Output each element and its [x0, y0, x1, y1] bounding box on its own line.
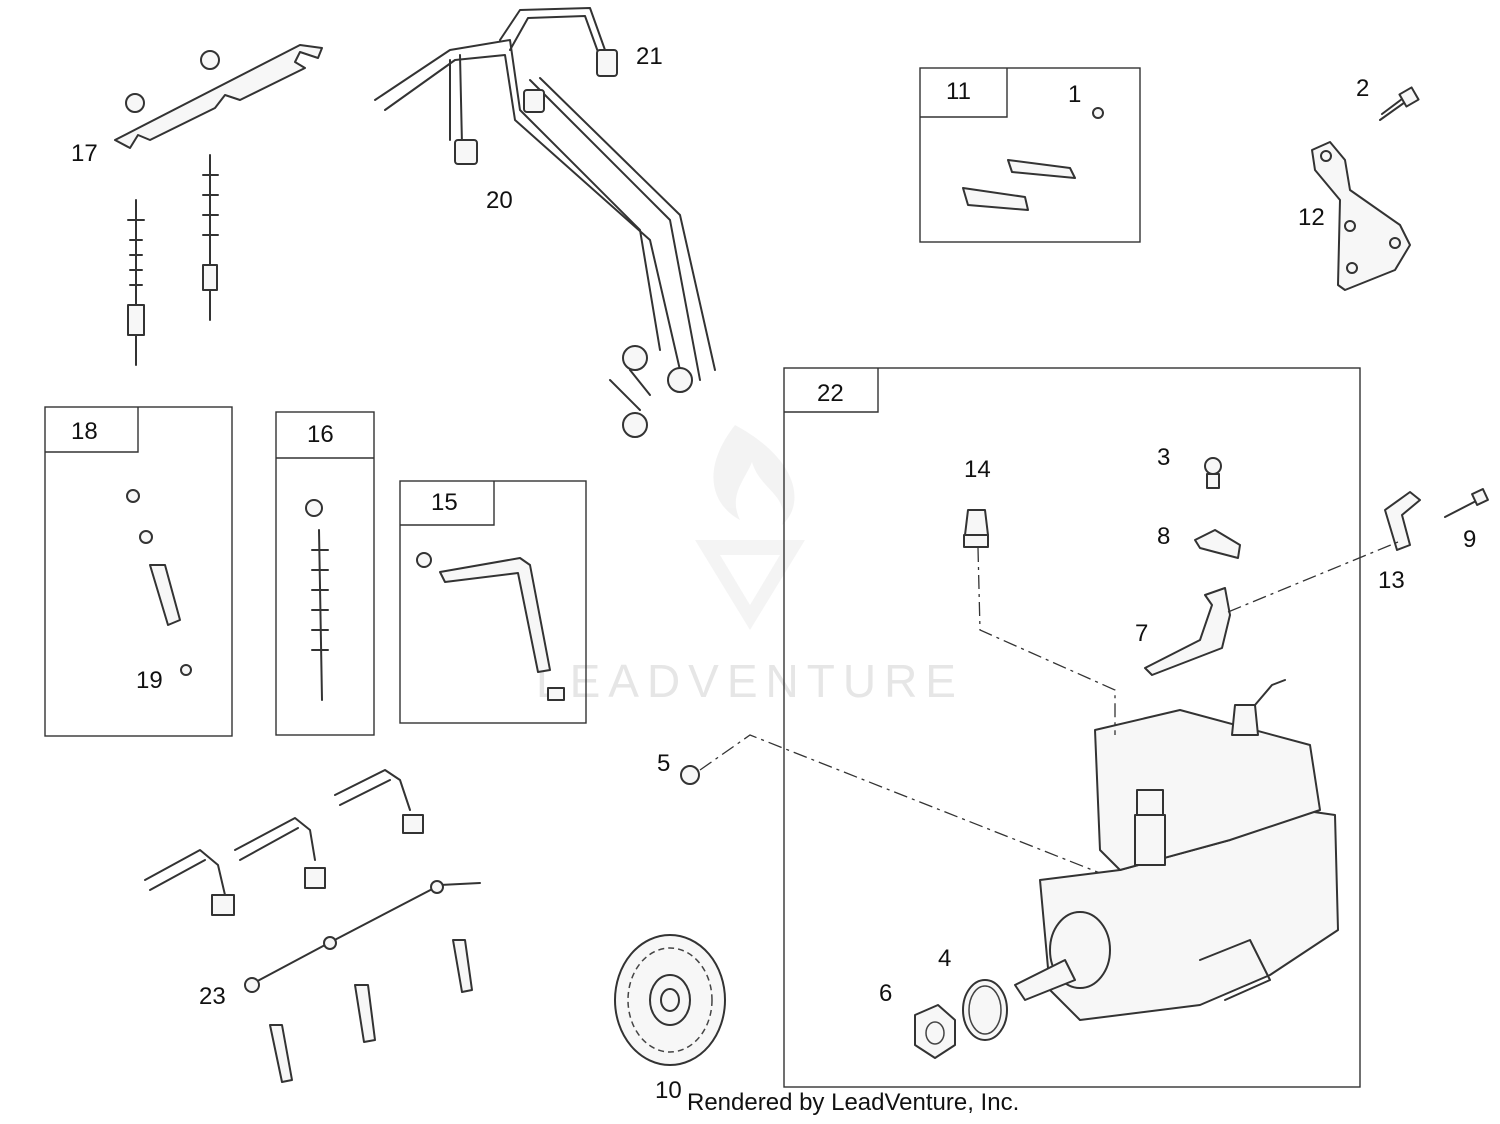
kit-box-18 — [44, 406, 233, 737]
callout-14: 14 — [964, 456, 991, 483]
nut-6 — [914, 1004, 956, 1059]
callout-3: 3 — [1157, 444, 1170, 471]
injection-pump — [1014, 679, 1339, 1021]
kit-11-parts — [962, 107, 1104, 211]
kit-box-11 — [919, 67, 1141, 243]
callout-21: 21 — [636, 43, 663, 70]
watermark-text: LEADVENTURE — [536, 655, 964, 707]
heat-shield-plate — [114, 44, 323, 149]
solenoid-14 — [963, 509, 1116, 735]
bolt-9 — [1444, 488, 1489, 518]
callout-23: 23 — [199, 983, 226, 1010]
callout-15: 15 — [431, 489, 458, 516]
lever-7 — [1144, 587, 1231, 676]
bolt-2 — [1379, 86, 1420, 121]
footer-credit: Rendered by LeadVenture, Inc. — [687, 1089, 1019, 1116]
kit-box-16 — [275, 411, 375, 736]
callout-5: 5 — [657, 750, 670, 777]
callout-8: 8 — [1157, 523, 1170, 550]
bracket-12 — [1311, 141, 1411, 291]
kit-box-15 — [399, 480, 587, 724]
drive-gear — [614, 934, 726, 1066]
callout-16: 16 — [307, 421, 334, 448]
callout-1: 1 — [1068, 81, 1081, 108]
callout-18: 18 — [71, 418, 98, 445]
callout-10: 10 — [655, 1077, 682, 1104]
glow-plugs — [127, 154, 219, 366]
assembly-box-22 — [783, 367, 1361, 1088]
callout-11: 11 — [946, 78, 971, 105]
callout-12: 12 — [1298, 204, 1325, 231]
callout-6: 6 — [879, 980, 892, 1007]
nut-5 — [680, 734, 1106, 876]
callout-7: 7 — [1135, 620, 1148, 647]
callout-22: 22 — [817, 380, 844, 407]
watermark-logo — [695, 425, 805, 630]
kit-16-parts — [305, 499, 329, 701]
kit-15-parts — [416, 552, 565, 701]
callout-4: 4 — [938, 945, 951, 972]
callout-17: 17 — [71, 140, 98, 167]
callout-20: 20 — [486, 187, 513, 214]
injection-pipes — [374, 7, 716, 438]
callout-13: 13 — [1378, 567, 1405, 594]
callout-2: 2 — [1356, 75, 1369, 102]
glow-plug-harness — [144, 769, 481, 1083]
bracket-13 — [1227, 491, 1421, 613]
fitting-3 — [1204, 457, 1222, 489]
kit-18-parts — [126, 489, 192, 676]
callout-19: 19 — [136, 667, 163, 694]
callout-9: 9 — [1463, 526, 1476, 553]
o-ring-4 — [962, 979, 1008, 1041]
clip-8 — [1194, 529, 1241, 559]
